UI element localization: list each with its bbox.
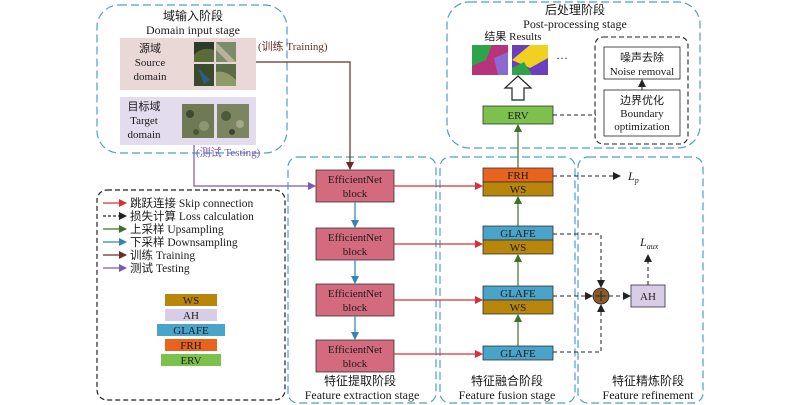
post-processing-title-cn: 后处理阶段 — [545, 2, 605, 17]
boundary-optimization-module — [603, 89, 681, 137]
target-domain-label-en2: domain — [128, 129, 161, 141]
training-label: (训练 Training) — [258, 39, 328, 53]
legend-item-skip: 跳跃连接 Skip connection — [103, 196, 254, 210]
noise-removal-cn: 噪声去除 — [620, 50, 664, 64]
results-label: 结果 Results — [484, 30, 541, 43]
legend-swatch-frh: FRH — [165, 339, 217, 352]
boundary-optimization-en1: Boundary — [620, 108, 664, 120]
source-domain-label-en2: domain — [134, 71, 167, 83]
legend-swatch-frh-label: FRH — [180, 340, 201, 352]
legend-swatch-ah: AH — [165, 309, 217, 322]
legend-label-loss: 损失计算 Loss calculation — [130, 209, 254, 223]
legend: 跳跃连接 Skip connection 损失计算 Loss calculati… — [103, 196, 254, 367]
results-ellipsis: ··· — [556, 51, 568, 65]
legend-item-loss: 损失计算 Loss calculation — [103, 209, 254, 223]
legend-label-upsampling: 上采样 Upsampling — [130, 222, 224, 236]
refine-dashed-1 — [553, 233, 605, 288]
legend-swatch-erv-label: ERV — [180, 355, 201, 367]
legend-label-downsampling: 下采样 Downsampling — [130, 235, 238, 249]
efficientnet-block-3-line1: EfficientNet — [328, 288, 382, 300]
feature-refinement-title-en: Feature refinement — [603, 388, 695, 402]
source-domain-label-cn: 源域 — [139, 41, 161, 55]
testing-connector — [193, 145, 316, 190]
efficientnet-block-3-line2: block — [343, 302, 368, 314]
laux-sub: aux — [647, 242, 659, 251]
efficientnet-block-4-line1: EfficientNet — [328, 344, 382, 356]
source-domain-label-en1: Source — [135, 57, 166, 69]
legend-item-training: 训练 Training — [103, 248, 195, 262]
feature-extraction-title-cn: 特征提取阶段 — [324, 373, 396, 388]
source-domain-images — [194, 42, 236, 86]
up-hollow-arrow — [503, 75, 533, 101]
glafe-ws-module-2: GLAFE WS — [482, 285, 554, 315]
feature-extraction-stage-frame — [287, 156, 437, 404]
target-domain-images — [182, 104, 249, 138]
feature-refinement-title-cn: 特征精炼阶段 — [612, 373, 684, 388]
laux-base: L — [639, 235, 647, 249]
ws-label-2: WS — [510, 242, 527, 254]
glafe-label-2: GLAFE — [500, 288, 536, 300]
legend-item-upsampling: 上采样 Upsampling — [103, 222, 224, 236]
legend-swatch-erv: ERV — [161, 354, 221, 367]
domain-input-title-en: Domain input stage — [146, 23, 240, 37]
frh-label: FRH — [507, 170, 528, 182]
post-processing-stage-frame — [446, 1, 701, 149]
feature-fusion-title-en: Feature fusion stage — [459, 388, 556, 402]
target-domain-label-en1: Target — [130, 115, 158, 127]
lp-output-label: Lp — [627, 169, 639, 185]
legend-swatch-glafe: GLAFE — [157, 324, 225, 337]
target-domain-label-cn: 目标域 — [128, 99, 161, 113]
legend-swatch-ah-label: AH — [183, 310, 199, 322]
glafe-ws-module-1: GLAFE WS — [482, 225, 554, 255]
post-processing-title-en: Post-processing stage — [523, 17, 627, 31]
efficientnet-block-4-line2: block — [343, 358, 368, 370]
training-connector — [256, 61, 354, 170]
feature-refinement-stage-frame — [577, 156, 704, 404]
boundary-optimization-cn: 边界优化 — [620, 93, 664, 107]
legend-item-downsampling: 下采样 Downsampling — [103, 235, 238, 249]
efficientnet-block-2-line1: EfficientNet — [328, 232, 382, 244]
legend-swatch-glafe-label: GLAFE — [173, 325, 209, 337]
noise-removal-en: Noise removal — [610, 66, 674, 78]
laux-output-label: Laux — [639, 235, 659, 251]
domain-input-title-cn: 域输入阶段 — [163, 8, 223, 23]
erv-module-label: ERV — [507, 110, 528, 122]
glafe-module-3: GLAFE — [482, 345, 554, 361]
efficientnet-block-1: EfficientNet block — [315, 169, 395, 203]
refine-dashed-3 — [553, 304, 605, 353]
glafe-label-3: GLAFE — [500, 348, 536, 360]
ws-label-1: WS — [510, 184, 527, 196]
legend-label-skip: 跳跃连接 Skip connection — [130, 196, 254, 210]
boundary-optimization-en2: optimization — [614, 121, 670, 133]
legend-swatch-ws: WS — [165, 294, 217, 307]
ah-module-label: AH — [640, 291, 656, 303]
testing-label: (测试 Testing) — [196, 146, 261, 159]
feature-extraction-title-en: Feature extraction stage — [305, 388, 420, 402]
lp-sub: p — [634, 176, 639, 185]
domain-input-stage-frame — [96, 4, 288, 154]
feature-fusion-title-cn: 特征融合阶段 — [471, 373, 543, 388]
legend-label-training: 训练 Training — [130, 248, 195, 262]
legend-frame — [96, 189, 286, 401]
efficientnet-block-4: EfficientNet block — [315, 339, 395, 373]
noise-removal-module — [603, 46, 681, 80]
efficientnet-block-2-line2: block — [343, 246, 368, 258]
efficientnet-block-1-line2: block — [343, 188, 368, 200]
frh-ws-module: FRH WS — [482, 167, 554, 197]
efficientnet-block-2: EfficientNet block — [315, 227, 395, 261]
legend-swatch-ws-label: WS — [183, 295, 200, 307]
feature-fusion-stage-frame — [439, 156, 576, 404]
legend-label-testing: 测试 Testing — [130, 262, 190, 275]
result-images — [472, 45, 548, 75]
ws-label-3: WS — [510, 302, 527, 314]
glafe-label-1: GLAFE — [500, 228, 536, 240]
legend-item-testing: 测试 Testing — [103, 262, 190, 275]
lp-base: L — [627, 169, 635, 183]
efficientnet-block-3: EfficientNet block — [315, 283, 395, 317]
efficientnet-block-1-line1: EfficientNet — [328, 174, 382, 186]
